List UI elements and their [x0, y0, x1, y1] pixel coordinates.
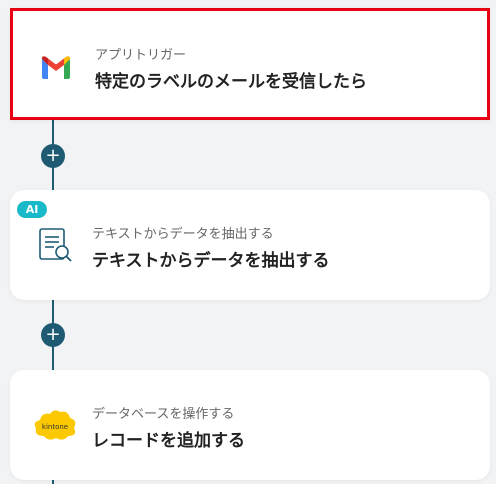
step-card-trigger[interactable]: アプリトリガー 特定のラベルのメールを受信したら — [10, 8, 490, 120]
kintone-icon: kintone — [32, 408, 78, 448]
add-step-button[interactable]: + — [41, 323, 65, 347]
ai-badge: AI — [17, 201, 47, 218]
flow-connector-bottom — [52, 478, 54, 484]
kintone-logo-text: kintone — [42, 423, 68, 431]
document-search-icon — [36, 226, 76, 266]
step-type-label: アプリトリガー — [95, 48, 187, 63]
step-title: 特定のラベルのメールを受信したら — [95, 72, 367, 92]
step-type-label: データベースを操作する — [92, 407, 235, 422]
step-title: テキストからデータを抽出する — [92, 251, 330, 271]
gmail-icon — [38, 49, 78, 89]
add-step-button[interactable]: + — [41, 144, 65, 168]
step-card-extract[interactable]: テキストからデータを抽出する テキストからデータを抽出する — [10, 190, 490, 300]
step-card-kintone[interactable]: kintone データベースを操作する レコードを追加する — [10, 370, 490, 480]
step-title: レコードを追加する — [92, 431, 245, 451]
step-type-label: テキストからデータを抽出する — [92, 227, 274, 242]
